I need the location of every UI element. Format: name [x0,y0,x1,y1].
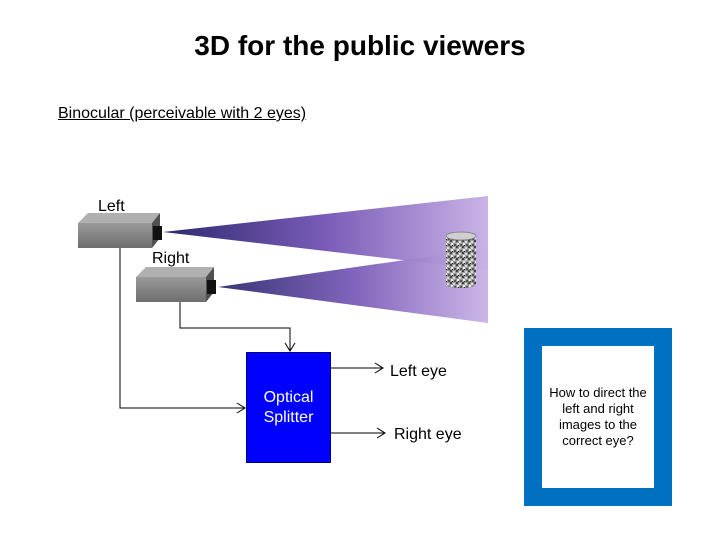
subtitle: Binocular (perceivable with 2 eyes) [58,105,307,122]
right-camera-beam [218,248,488,323]
left-camera-label: Left [98,198,125,215]
left-camera-beam [163,196,488,270]
optical-splitter-box: Optical Splitter [246,352,331,463]
splitter-label-line1: Optical [263,388,314,406]
left-camera-icon [78,213,162,248]
splitter-label-line2: Splitter [263,408,314,426]
question-box: How to direct the left and right images … [524,328,672,506]
cylinder-object-icon [445,231,477,288]
question-text: How to direct the left and right images … [542,346,654,488]
right-camera-label: Right [152,250,190,267]
right-eye-label: Right eye [394,426,462,443]
page-title: 3D for the public viewers [194,30,526,61]
right-camera-icon [136,267,216,302]
left-camera-connector [119,248,244,409]
right-camera-connector [179,302,291,350]
left-eye-label: Left eye [390,363,447,380]
